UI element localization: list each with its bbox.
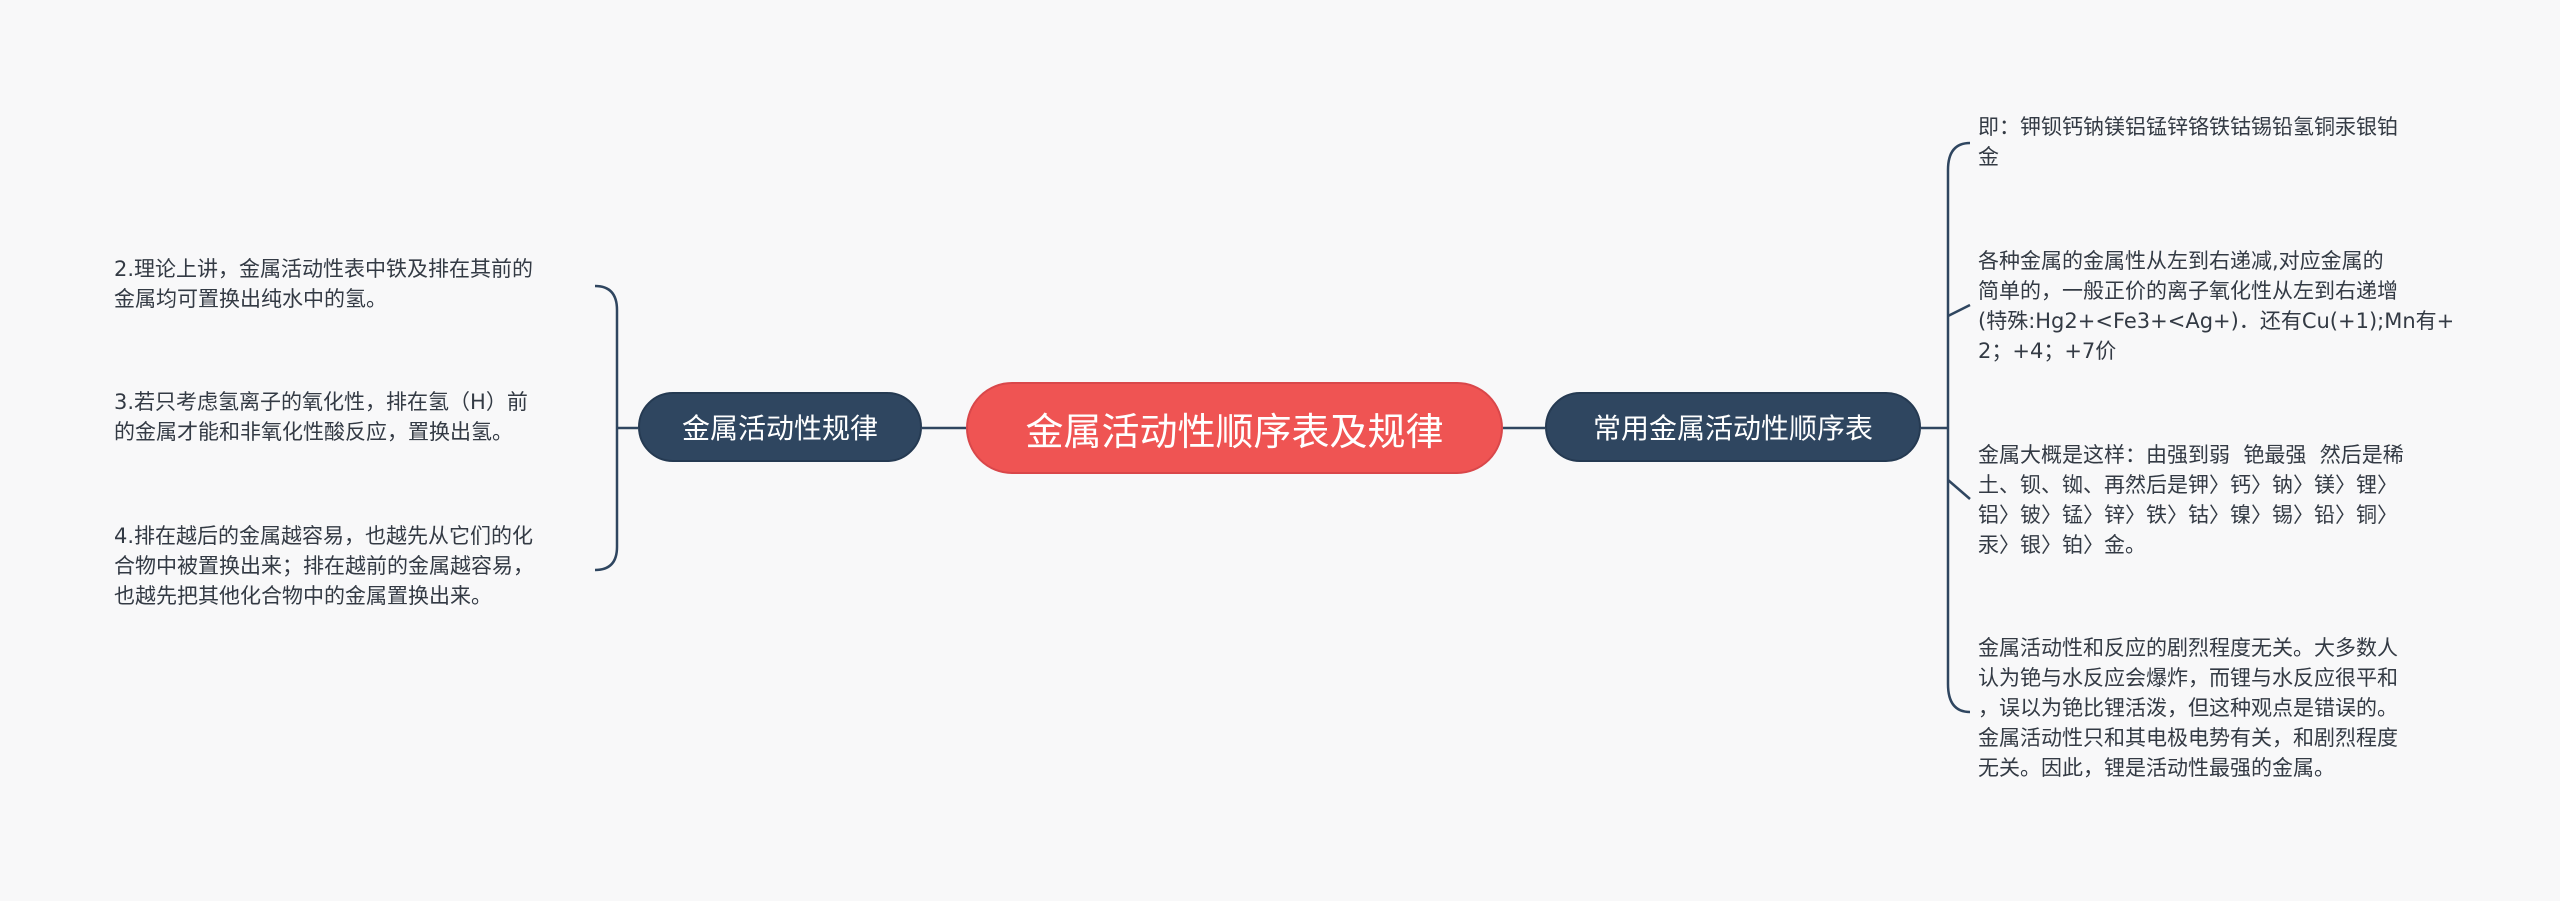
bracket-right bbox=[1946, 141, 1971, 714]
leaf-rule-3[interactable]: 3.若只考虑氢离子的氧化性，排在氢（H）前 的金属才能和非氧化性酸反应，置换出氢… bbox=[114, 390, 528, 444]
tick-right-r2 bbox=[1947, 303, 1971, 318]
leaf-strength-order[interactable]: 金属大概是这样：由强到弱 铯最强 然后是稀 土、钡、铷、再然后是钾〉钙〉钠〉镁〉… bbox=[1978, 443, 2404, 557]
leaf-reaction-intensity-note[interactable]: 金属活动性和反应的剧烈程度无关。大多数人 认为铯与水反应会爆炸，而锂与水反应很平… bbox=[1978, 636, 2398, 780]
leaf-order-sequence[interactable]: 即：钾钡钙钠镁铝锰锌铬铁钴锡铅氢铜汞银铂 金 bbox=[1978, 115, 2398, 169]
leaf-rule-4[interactable]: 4.排在越后的金属越容易，也越先从它们的化 合物中被置换出来；排在越前的金属越容… bbox=[114, 524, 534, 608]
central-topic[interactable]: 金属活动性顺序表及规律 bbox=[966, 382, 1503, 474]
branch-metal-activity-rules[interactable]: 金属活动性规律 bbox=[638, 392, 922, 462]
central-topic-label: 金属活动性顺序表及规律 bbox=[1025, 409, 1444, 454]
branch-activity-order-table[interactable]: 常用金属活动性顺序表 bbox=[1545, 392, 1921, 462]
branch-label: 常用金属活动性顺序表 bbox=[1592, 412, 1873, 445]
branch-label: 金属活动性规律 bbox=[681, 412, 878, 445]
leaf-rule-2[interactable]: 2.理论上讲，金属活动性表中铁及排在其前的 金属均可置换出纯水中的氢。 bbox=[114, 257, 534, 311]
leaf-metallicity-trend[interactable]: 各种金属的金属性从左到右递减,对应金属的 简单的，一般正价的离子氧化性从左到右递… bbox=[1978, 249, 2455, 363]
tick-right-r3 bbox=[1947, 479, 1971, 500]
bracket-left bbox=[594, 284, 619, 572]
